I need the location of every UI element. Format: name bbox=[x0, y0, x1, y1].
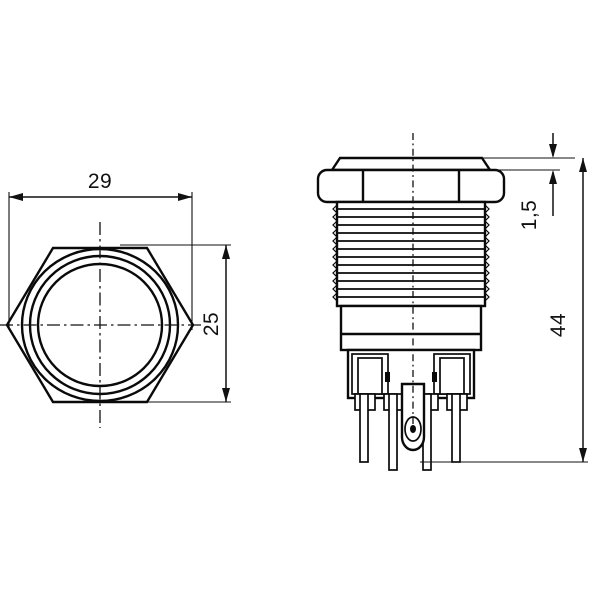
body-collar bbox=[339, 304, 483, 352]
center-terminal-hole-outer bbox=[404, 416, 422, 442]
terminal-carrier-left-inner bbox=[357, 357, 383, 395]
dim-25-label: 25 bbox=[200, 312, 223, 336]
front-view-group: 29 25 bbox=[0, 170, 231, 428]
dim-29-arrow-left bbox=[9, 193, 23, 201]
solder-pin-2 bbox=[388, 393, 398, 471]
dimension-29-group: 29 bbox=[8, 170, 193, 330]
terminal-carrier-right-inner bbox=[439, 357, 465, 395]
hex-nut-profile-group bbox=[316, 168, 506, 204]
thread-crest-lines bbox=[337, 208, 485, 298]
side-view-group: 1,5 44 bbox=[316, 133, 588, 471]
dim-29-arrow-right bbox=[178, 193, 192, 201]
solder-pin-1 bbox=[359, 393, 369, 463]
dim-1-5-label: 1,5 bbox=[518, 200, 541, 230]
terminal-notch-left bbox=[385, 372, 390, 382]
dim-25-arrow-bottom bbox=[222, 388, 230, 402]
dim-1-5-arrow-top bbox=[549, 144, 557, 158]
body-collar-group bbox=[339, 304, 483, 352]
hex-nut-profile bbox=[316, 168, 506, 204]
thread-profile-right-edge bbox=[484, 204, 490, 302]
thread-profile-left-edge bbox=[332, 204, 338, 302]
dim-25-arrow-top bbox=[222, 245, 230, 259]
center-terminal-hole bbox=[410, 425, 416, 433]
center-terminal-tab-group bbox=[400, 382, 426, 452]
terminal-notch-right bbox=[432, 372, 437, 382]
solder-pins-group bbox=[359, 393, 461, 471]
dimension-1-5-group: 1,5 bbox=[482, 133, 575, 230]
threaded-barrel-group bbox=[332, 200, 490, 308]
dim-29-label: 29 bbox=[88, 170, 112, 193]
dimension-44-group: 44 bbox=[420, 158, 588, 463]
dim-44-arrow-bottom bbox=[579, 448, 587, 462]
dim-1-5-arrow-bottom bbox=[549, 170, 557, 184]
dim-44-label: 44 bbox=[547, 313, 570, 337]
solder-pin-4 bbox=[451, 393, 461, 463]
dimension-25-group: 25 bbox=[120, 244, 231, 403]
bezel-cap bbox=[329, 156, 493, 172]
dim-44-arrow-top bbox=[579, 158, 587, 172]
